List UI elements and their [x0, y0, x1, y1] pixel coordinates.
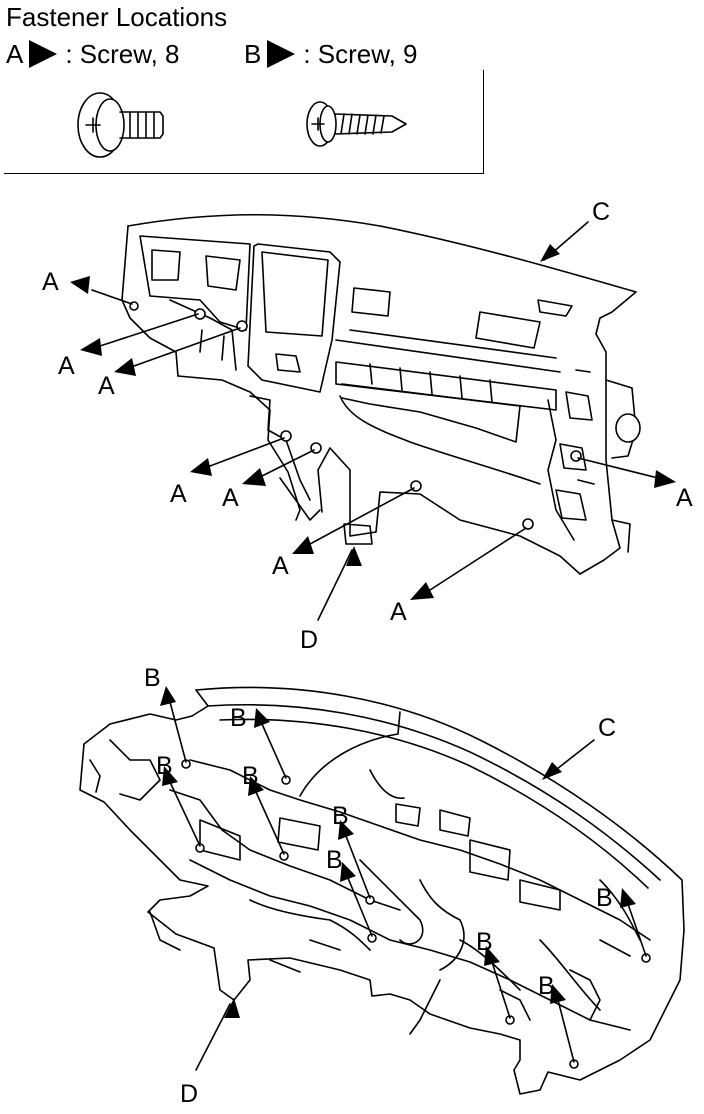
label-a-1: A	[42, 268, 59, 296]
label-d-upper: D	[300, 626, 319, 654]
label-b-8: B	[476, 928, 493, 956]
label-a-8: A	[676, 484, 693, 512]
label-c-upper: C	[592, 198, 611, 226]
legend-b-text: : Screw, 9	[303, 39, 418, 69]
label-b-9: B	[538, 972, 555, 1000]
legend-b-letter: B	[244, 39, 262, 69]
label-a-5: A	[222, 484, 239, 512]
lower-callouts	[160, 686, 647, 1071]
label-b-6: B	[326, 846, 343, 874]
label-b-3: B	[156, 752, 173, 780]
legend-box	[4, 70, 484, 174]
label-b-1: B	[144, 664, 161, 692]
page-title: Fastener Locations	[6, 2, 228, 32]
label-a-2: A	[58, 352, 75, 380]
label-a-4: A	[170, 480, 187, 508]
label-b-4: B	[242, 762, 259, 790]
label-c-lower: C	[598, 714, 617, 742]
screw-8-icon	[77, 92, 164, 158]
label-a-3: A	[98, 372, 115, 400]
legend-a-arrow-icon	[29, 40, 58, 68]
legend-a-text: : Screw, 8	[65, 39, 180, 69]
dashboard-front-illustration	[121, 213, 641, 575]
label-d-lower: D	[180, 1080, 199, 1108]
legend-b: B : Screw, 9	[244, 38, 418, 70]
screw-9-icon	[306, 101, 407, 147]
label-b-2: B	[230, 704, 247, 732]
label-b-5: B	[332, 802, 349, 830]
legend-b-arrow-icon	[267, 40, 296, 68]
dashboard-rear-illustration	[79, 686, 685, 1095]
legend-a: A : Screw, 8	[6, 38, 180, 70]
legend-a-letter: A	[6, 39, 24, 69]
label-a-6: A	[272, 552, 289, 580]
upper-callouts	[70, 221, 676, 621]
label-a-7: A	[390, 598, 407, 626]
label-b-7: B	[596, 884, 613, 912]
